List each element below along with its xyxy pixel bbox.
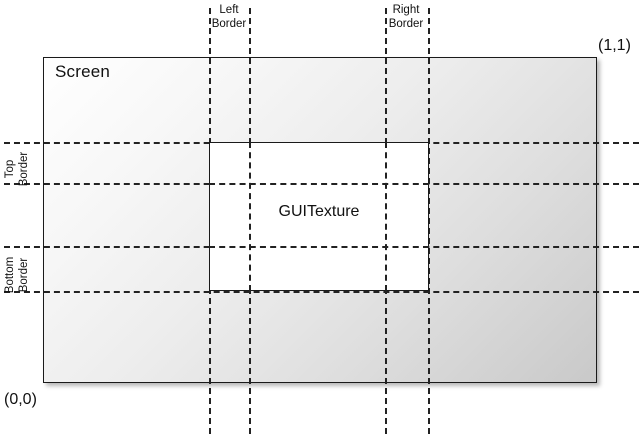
guide-line-right-border-inner-overlay	[385, 142, 387, 291]
coordinate-label-top-right: (1,1)	[598, 37, 631, 54]
top-border-annotation-line2: Border	[18, 151, 30, 187]
guide-line-bottom-border-inner-overlay	[209, 246, 429, 248]
guitexture-rectangle	[209, 142, 429, 291]
left-border-annotation-line2: Border	[211, 18, 247, 30]
bottom-border-annotation-line2: Border	[18, 257, 30, 293]
guitexture-label: GUITexture	[278, 203, 360, 220]
left-border-annotation-line1: Left	[219, 4, 239, 16]
right-border-annotation-line1: Right	[392, 4, 420, 16]
top-border-annotation-line1: Top	[4, 159, 16, 179]
guide-line-right-border-outer	[428, 8, 430, 434]
guide-line-bottom-border-outer	[4, 291, 639, 293]
guide-line-top-border-inner-overlay	[209, 183, 429, 185]
left-border-annotation: Left Border	[196, 3, 262, 31]
right-border-annotation: Right Border	[373, 3, 439, 31]
bottom-border-annotation: Bottom Border	[3, 236, 31, 314]
top-border-annotation: Top Border	[3, 135, 31, 203]
screen-label: Screen	[55, 62, 111, 81]
right-border-annotation-line2: Border	[388, 18, 424, 30]
bottom-border-annotation-line1: Bottom	[4, 256, 16, 294]
coordinate-label-bottom-left: (0,0)	[4, 391, 37, 408]
guide-line-left-border-inner-overlay	[249, 142, 251, 291]
